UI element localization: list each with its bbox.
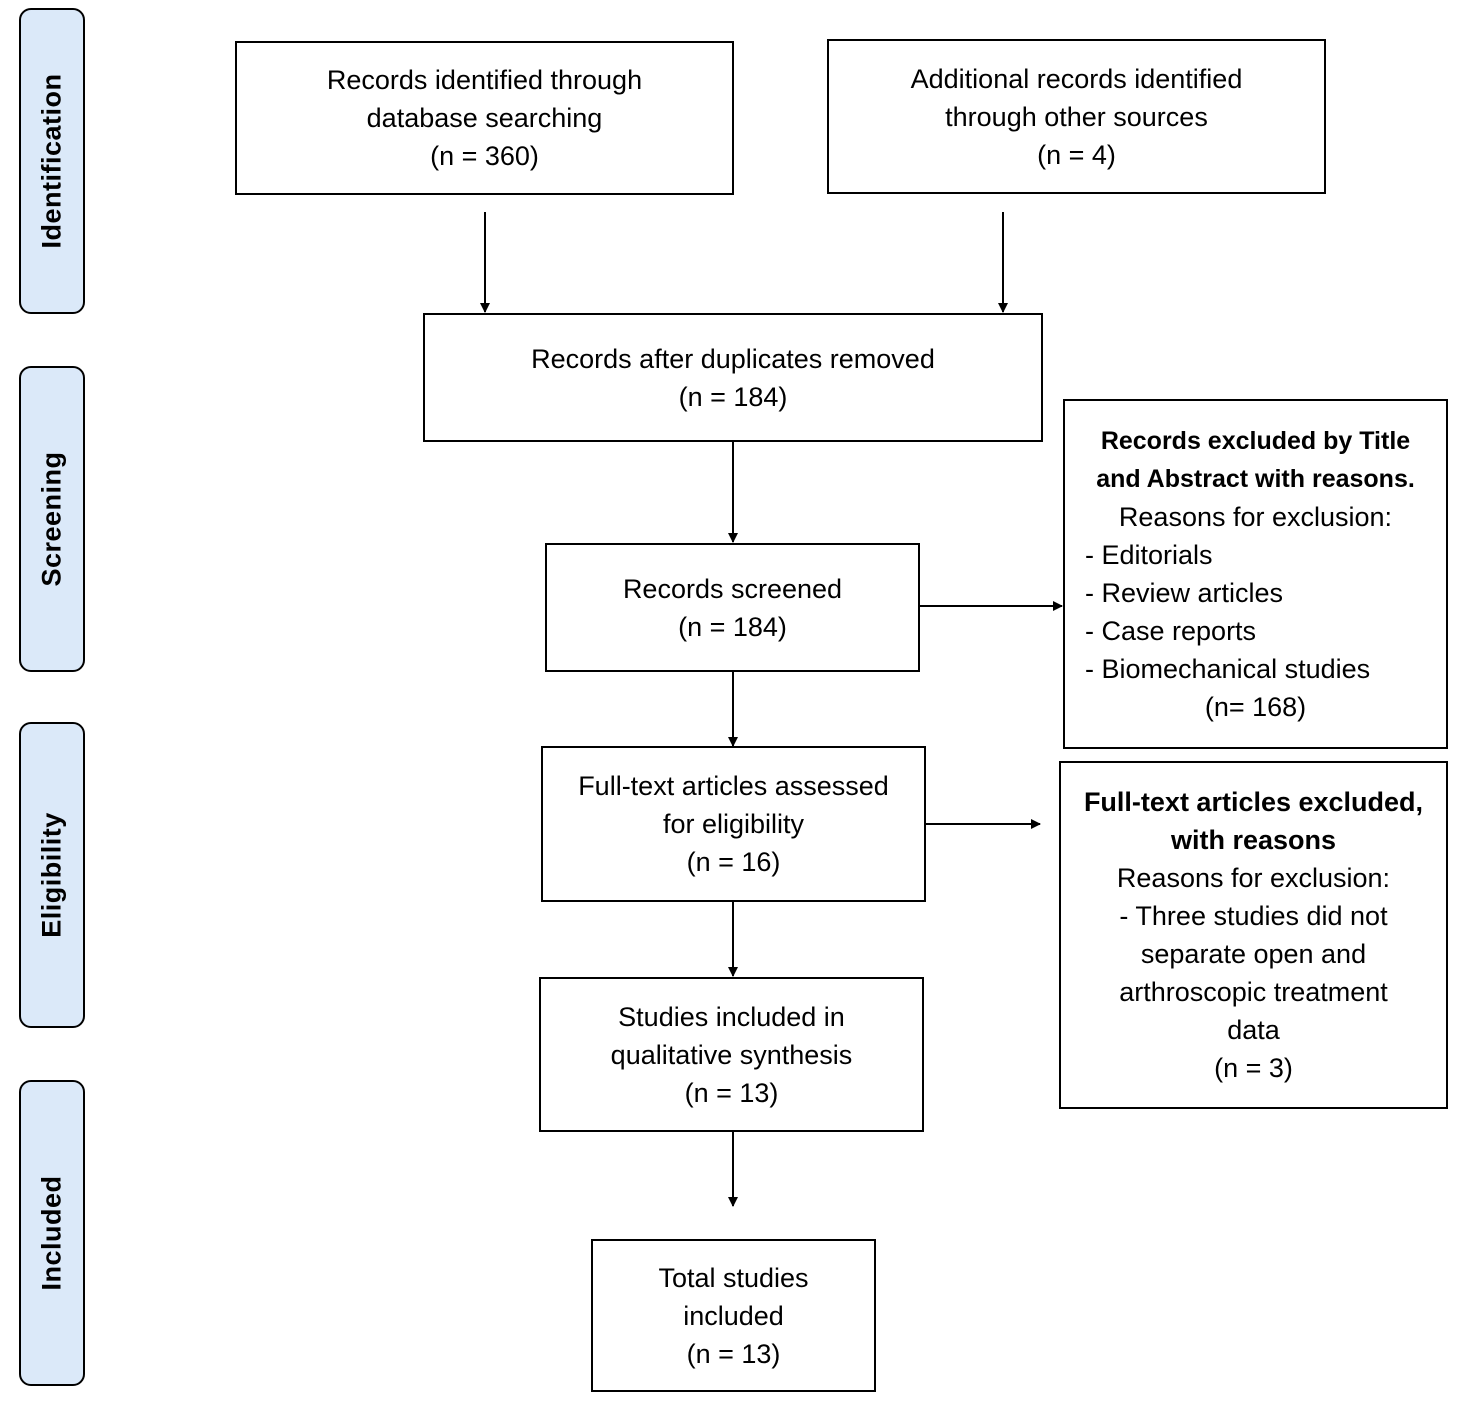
excluded-ta-count: (n= 168) bbox=[1204, 692, 1307, 722]
excluded-ta-heading1: Records excluded by Title bbox=[1100, 427, 1411, 455]
box-total-line1: Total studies bbox=[658, 1262, 809, 1293]
box-database-search: Records identified through database sear… bbox=[235, 41, 734, 195]
box-total-line2: included bbox=[683, 1300, 784, 1331]
box-full-text-assessed: Full-text articles assessed for eligibil… bbox=[541, 746, 926, 902]
excluded-ft-heading1: Full-text articles excluded, bbox=[1083, 787, 1424, 817]
box-database-line1: Records identified through bbox=[326, 65, 643, 95]
box-screened-count: (n = 184) bbox=[678, 611, 787, 642]
box-other-line2: through other sources bbox=[945, 101, 1208, 132]
excluded-ft-reason-line2: separate open and bbox=[1140, 939, 1367, 969]
box-qualitative-line2: qualitative synthesis bbox=[610, 1039, 853, 1070]
box-qualitative-synthesis: Studies included in qualitative synthesi… bbox=[539, 977, 924, 1132]
box-excluded-title-abstract: Records excluded by Title and Abstract w… bbox=[1063, 399, 1448, 749]
excluded-ta-reason-case: - Case reports bbox=[1085, 616, 1257, 646]
box-qualitative-count: (n = 13) bbox=[684, 1077, 779, 1108]
box-fulltext-line1: Full-text articles assessed bbox=[578, 771, 889, 801]
phase-eligibility: Eligibility bbox=[19, 722, 85, 1028]
box-other-count: (n = 4) bbox=[1037, 139, 1116, 170]
box-qualitative-line1: Studies included in bbox=[618, 1001, 845, 1032]
box-duplicates-removed: Records after duplicates removed (n = 18… bbox=[423, 313, 1043, 442]
excluded-ta-reasons-label: Reasons for exclusion: bbox=[1118, 502, 1393, 532]
box-database-line2: database searching bbox=[366, 103, 603, 133]
excluded-ft-count: (n = 3) bbox=[1214, 1053, 1293, 1083]
box-screened-line1: Records screened bbox=[622, 573, 843, 604]
excluded-ft-heading2: with reasons bbox=[1170, 825, 1337, 855]
box-fulltext-line2: for eligibility bbox=[662, 809, 805, 839]
excluded-ta-reason-editorials: - Editorials bbox=[1085, 540, 1213, 570]
excluded-ta-heading2: and Abstract with reasons. bbox=[1096, 465, 1415, 493]
phase-included: Included bbox=[19, 1080, 85, 1386]
excluded-ft-reasons-label: Reasons for exclusion: bbox=[1116, 863, 1391, 893]
excluded-ft-reason-line4: data bbox=[1227, 1015, 1280, 1045]
excluded-ft-reason-line1: - Three studies did not bbox=[1119, 901, 1388, 931]
excluded-ft-reason-line3: arthroscopic treatment bbox=[1119, 977, 1388, 1007]
box-records-screened: Records screened (n = 184) bbox=[545, 543, 920, 672]
box-other-line1: Additional records identified bbox=[910, 63, 1243, 94]
box-other-sources: Additional records identified through ot… bbox=[827, 39, 1326, 194]
box-duplicates-count: (n = 184) bbox=[678, 381, 788, 412]
excluded-ta-reason-biomech: - Biomechanical studies bbox=[1085, 654, 1371, 684]
box-database-count: (n = 360) bbox=[430, 141, 539, 171]
box-fulltext-count: (n = 16) bbox=[686, 847, 781, 877]
box-total-included: Total studies included (n = 13) bbox=[591, 1239, 876, 1392]
phase-identification: Identification bbox=[19, 8, 85, 314]
box-total-count: (n = 13) bbox=[686, 1338, 781, 1369]
excluded-ta-reason-review: - Review articles bbox=[1085, 578, 1284, 608]
box-full-text-excluded: Full-text articles excluded, with reason… bbox=[1059, 761, 1448, 1109]
box-duplicates-line1: Records after duplicates removed bbox=[531, 343, 935, 374]
phase-screening: Screening bbox=[19, 366, 85, 672]
